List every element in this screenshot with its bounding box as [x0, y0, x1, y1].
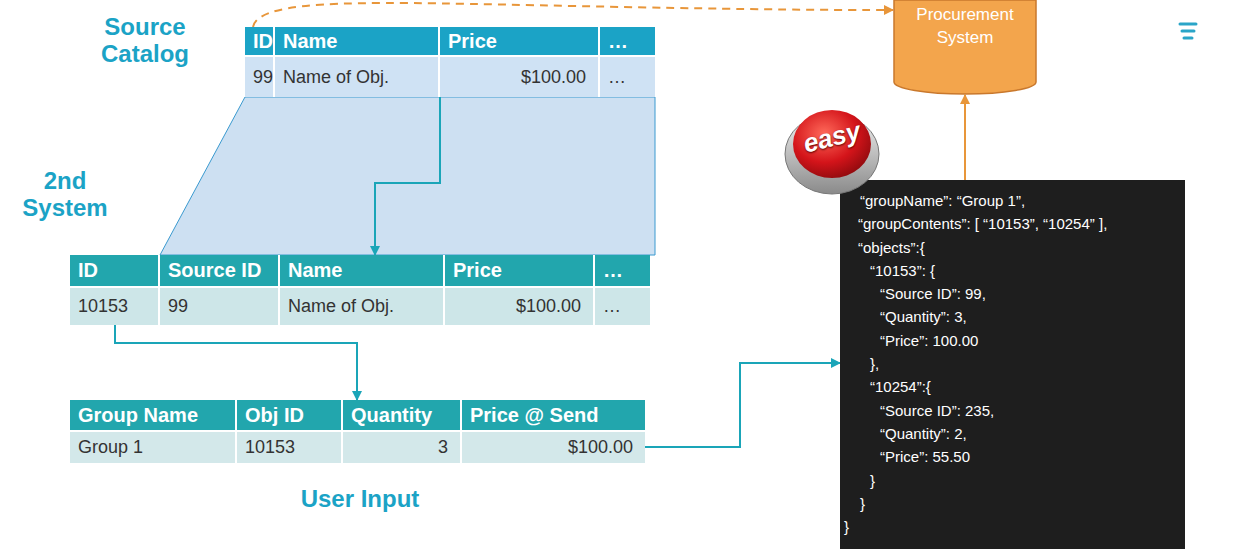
header-cell: Group Name — [70, 400, 237, 432]
data-cell: $100.00 — [462, 432, 645, 463]
code-line: “Quantity”: 2, — [840, 422, 1185, 445]
code-line: “10254”:{ — [840, 375, 1185, 398]
header-cell: Price @ Send — [462, 400, 645, 432]
cell-text: ID — [78, 259, 98, 282]
data-cell: Name of Obj. — [275, 57, 440, 97]
code-line: } — [840, 469, 1185, 492]
cell-text: 10153 — [78, 296, 128, 317]
cell-text: Group 1 — [78, 437, 143, 458]
header-cell: Price — [440, 27, 600, 57]
table-node: 2nd SystemIDSource IDNamePrice…1015399Na… — [70, 255, 650, 325]
section-label: Source Catalog — [80, 13, 210, 67]
cell-text: ID — [253, 30, 273, 53]
data-cell: 10153 — [70, 288, 160, 325]
header-cell: … — [595, 255, 650, 288]
code-line: “groupContents”: [ “10153”, “10254” ], — [840, 212, 1185, 235]
cell-text: Name of Obj. — [283, 67, 389, 88]
section-label: User Input — [265, 485, 455, 512]
header-cell: Source ID — [160, 255, 280, 288]
cell-text: 99 — [168, 296, 188, 317]
code-line: “Price”: 55.50 — [840, 445, 1185, 468]
connector — [375, 97, 440, 255]
header-cell: Quantity — [343, 400, 462, 432]
cell-text: $100.00 — [568, 437, 633, 458]
cell-text: Price — [453, 259, 502, 282]
header-cell: ID — [70, 255, 160, 288]
cell-text: Obj ID — [245, 404, 304, 427]
header-cell: Name — [275, 27, 440, 57]
database-cylinder: Procurement System — [893, 0, 1037, 95]
section-label: 2nd System — [0, 167, 130, 221]
code-line: “objects”:{ — [840, 236, 1185, 259]
cell-text: … — [603, 296, 621, 317]
connector — [253, 3, 893, 27]
mapping-projection — [160, 97, 655, 255]
cell-text: Source ID — [168, 259, 261, 282]
cell-text: … — [608, 30, 628, 53]
data-cell: Group 1 — [70, 432, 237, 463]
data-cell: $100.00 — [445, 288, 595, 325]
code-line: “Source ID”: 99, — [840, 282, 1185, 305]
json-panel: “groupName”: “Group 1”,“groupContents”: … — [840, 180, 1185, 549]
data-cell: … — [595, 288, 650, 325]
cylinder-body — [894, 0, 1036, 94]
code-line: } — [840, 515, 1185, 538]
cell-text: 99 — [253, 67, 273, 88]
header-cell: … — [600, 27, 655, 57]
code-line: “Source ID”: 235, — [840, 399, 1185, 422]
connector — [645, 363, 840, 447]
header-cell: Price — [445, 255, 595, 288]
cell-text: … — [608, 67, 626, 88]
cell-text: $100.00 — [516, 296, 581, 317]
data-cell: 10153 — [237, 432, 343, 463]
data-cell: 99 — [160, 288, 280, 325]
code-line: “groupName”: “Group 1”, — [840, 189, 1185, 212]
cell-text: Price — [448, 30, 497, 53]
header-cell: Obj ID — [237, 400, 343, 432]
data-cell: … — [600, 57, 655, 97]
cylinder-label: Procurement System — [901, 3, 1029, 49]
table-node: User InputGroup NameObj IDQuantityPrice … — [70, 400, 645, 463]
cell-text: Price @ Send — [470, 404, 598, 427]
easy-button: easy — [783, 96, 881, 196]
cell-text: 10153 — [245, 437, 295, 458]
cell-text: 3 — [438, 437, 448, 458]
code-line: “Price”: 100.00 — [840, 329, 1185, 352]
table-node: Source CatalogIDNamePrice…99Name of Obj.… — [245, 27, 655, 97]
code-line: }, — [840, 352, 1185, 375]
cell-text: Quantity — [351, 404, 432, 427]
data-cell: Name of Obj. — [280, 288, 445, 325]
data-cell: 3 — [343, 432, 462, 463]
data-cell: $100.00 — [440, 57, 600, 97]
code-line: } — [840, 492, 1185, 515]
cell-text: Name — [283, 30, 337, 53]
code-line: “10153”: { — [840, 259, 1185, 282]
code-line: “Quantity”: 3, — [840, 305, 1185, 328]
menu-icon — [1180, 24, 1196, 38]
cell-text: Name — [288, 259, 342, 282]
cell-text: $100.00 — [521, 67, 586, 88]
header-cell: ID — [245, 27, 275, 57]
connector — [964, 95, 966, 180]
cell-text: … — [603, 259, 623, 282]
data-cell: 99 — [245, 57, 275, 97]
connector — [115, 325, 357, 400]
cell-text: Group Name — [78, 404, 198, 427]
cell-text: Name of Obj. — [288, 296, 394, 317]
header-cell: Name — [280, 255, 445, 288]
